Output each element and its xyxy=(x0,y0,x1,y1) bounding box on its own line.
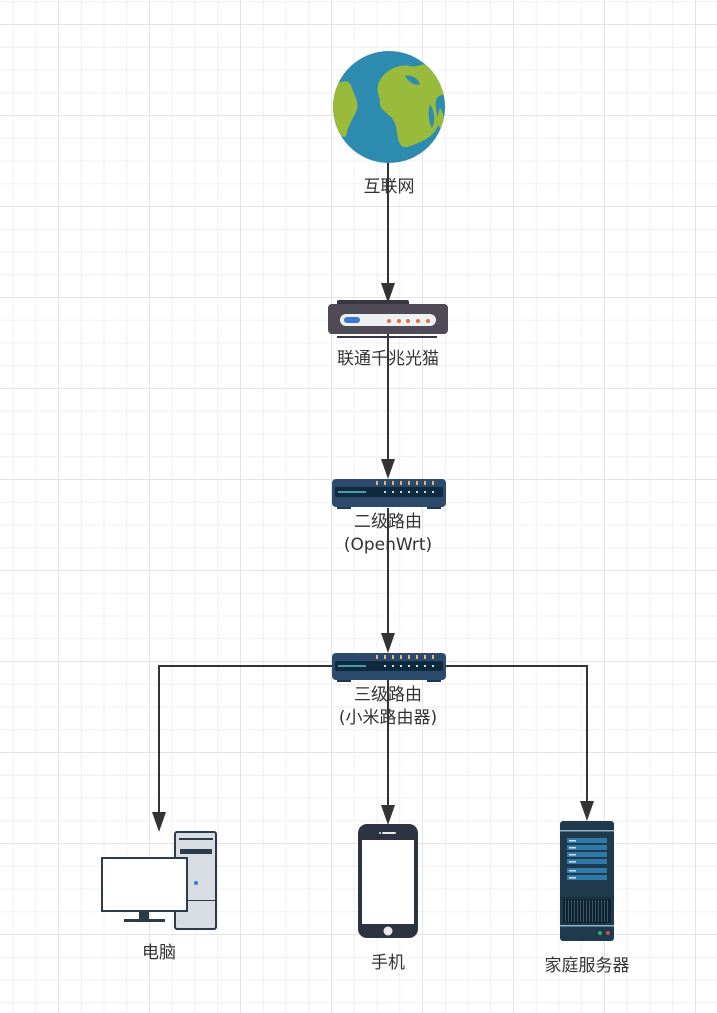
node-server[interactable] xyxy=(560,821,614,941)
label-router3: 三级路由 xyxy=(354,685,422,705)
desktop-computer-icon xyxy=(101,831,217,930)
label-modem: 联通千兆光猫 xyxy=(337,349,439,369)
label-internet: 互联网 xyxy=(363,177,415,197)
arrowhead-router3 xyxy=(381,633,395,653)
node-internet[interactable] xyxy=(333,51,446,163)
node-phone[interactable] xyxy=(358,824,418,938)
server-icon xyxy=(560,821,614,941)
edge-router3-server[interactable] xyxy=(446,665,588,808)
router-icon xyxy=(332,653,446,682)
arrowhead-server xyxy=(580,801,594,821)
arrowhead-pc xyxy=(152,812,166,832)
label-router2: 二级路由 xyxy=(354,512,422,532)
edge-router3-pc[interactable] xyxy=(158,665,332,818)
edge-arrowheads xyxy=(152,283,594,832)
globe-icon xyxy=(333,51,445,163)
label-phone: 手机 xyxy=(371,953,405,973)
node-router3[interactable] xyxy=(332,653,446,682)
arrowhead-phone xyxy=(381,805,395,825)
node-router2[interactable] xyxy=(332,479,446,509)
node-modem[interactable] xyxy=(328,300,448,338)
modem-icon xyxy=(328,300,448,338)
edges xyxy=(158,162,588,818)
label-server: 家庭服务器 xyxy=(544,956,630,976)
smartphone-icon xyxy=(358,824,418,938)
label-pc: 电脑 xyxy=(142,943,176,963)
label-router2-sub: (OpenWrt) xyxy=(343,535,433,555)
arrowhead-modem xyxy=(381,283,395,303)
router-icon xyxy=(332,479,446,509)
arrowhead-router2 xyxy=(381,459,395,479)
node-pc[interactable] xyxy=(101,831,217,930)
label-router3-sub: (小米路由器) xyxy=(338,708,438,728)
